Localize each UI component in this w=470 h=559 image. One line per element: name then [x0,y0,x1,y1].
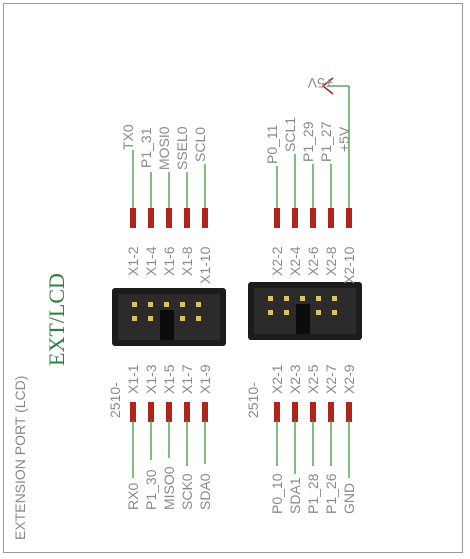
net-p1-28: P1_28 [305,473,321,514]
pin-x1-6: X1-6 [161,246,177,276]
pin-x2-3: X2-3 [287,364,303,394]
pin-x2-8: X2-8 [323,246,339,276]
net-p1-31: P1_31 [138,127,154,168]
supply-label: +5V [307,75,333,91]
x1-even-pins: X1-2 X1-4 X1-6 X1-8 X1-10 TX0 P1_31 MOSI… [120,124,213,284]
net-gnd: GND [341,483,357,514]
net-p1-29: P1_29 [300,121,316,162]
net-tx0: TX0 [120,124,136,150]
x1-odd-pins: X1-1 X1-3 X1-5 X1-7 X1-9 RX0 P1_30 MISO0… [125,364,213,510]
net-scl1: SCL1 [282,117,298,152]
net-p1-27: P1_27 [318,121,334,162]
net-p0-11: P0_11 [264,124,280,164]
connector-x2-part: 2510- [245,382,261,418]
sheet-title: EXTENSION PORT (LCD) [12,376,28,540]
pin-x1-9: X1-9 [197,364,213,394]
sheet-border [3,3,463,553]
net-scl0: SCL0 [192,127,208,162]
pin-x1-2: X1-2 [125,246,141,276]
port-heading: EXT/LCD [44,273,69,366]
net-mosi0: MOSI0 [156,126,172,170]
pin-x1-5: X1-5 [161,364,177,394]
net-ssel0: SSEL0 [174,126,190,170]
net-rx0: RX0 [125,483,141,510]
net-miso0: MISO0 [161,466,177,510]
net-plus5v: +5V [336,126,352,152]
x2-odd-pins: X2-1 X2-3 X2-5 X2-7 X2-9 P0_10 SDA1 P1_2… [269,364,357,514]
pin-x2-2: X2-2 [269,246,285,276]
pin-x2-9: X2-9 [341,364,357,394]
pin-x2-10: X2-10 [341,246,357,284]
supply-plus5v: +5V [307,75,349,95]
pin-x2-6: X2-6 [305,246,321,276]
pin-x2-7: X2-7 [323,364,339,394]
x2-even-pins: X2-2 X2-4 X2-6 X2-8 X2-10 P0_11 SCL1 P1_… [264,86,357,284]
pin-x1-7: X1-7 [179,364,195,394]
net-p1-26: P1_26 [323,473,339,514]
pin-x2-1: X2-1 [269,364,285,394]
net-p0-10: P0_10 [269,473,285,514]
pin-x1-10: X1-10 [197,246,213,284]
pin-x1-4: X1-4 [143,246,159,276]
connector-x1-part: 2510- [107,382,123,418]
pin-x2-4: X2-4 [287,246,303,276]
net-sck0: SCK0 [179,473,195,510]
pin-x1-8: X1-8 [179,246,195,276]
net-sda1: SDA1 [287,477,303,514]
connector-x1-body [112,288,226,346]
pin-x2-5: X2-5 [305,364,321,394]
net-sda0: SDA0 [197,473,213,510]
pin-x1-1: X1-1 [125,364,141,394]
net-p1-30: P1_30 [143,469,159,510]
pin-x1-3: X1-3 [143,364,159,394]
connector-x2-body [248,282,362,340]
